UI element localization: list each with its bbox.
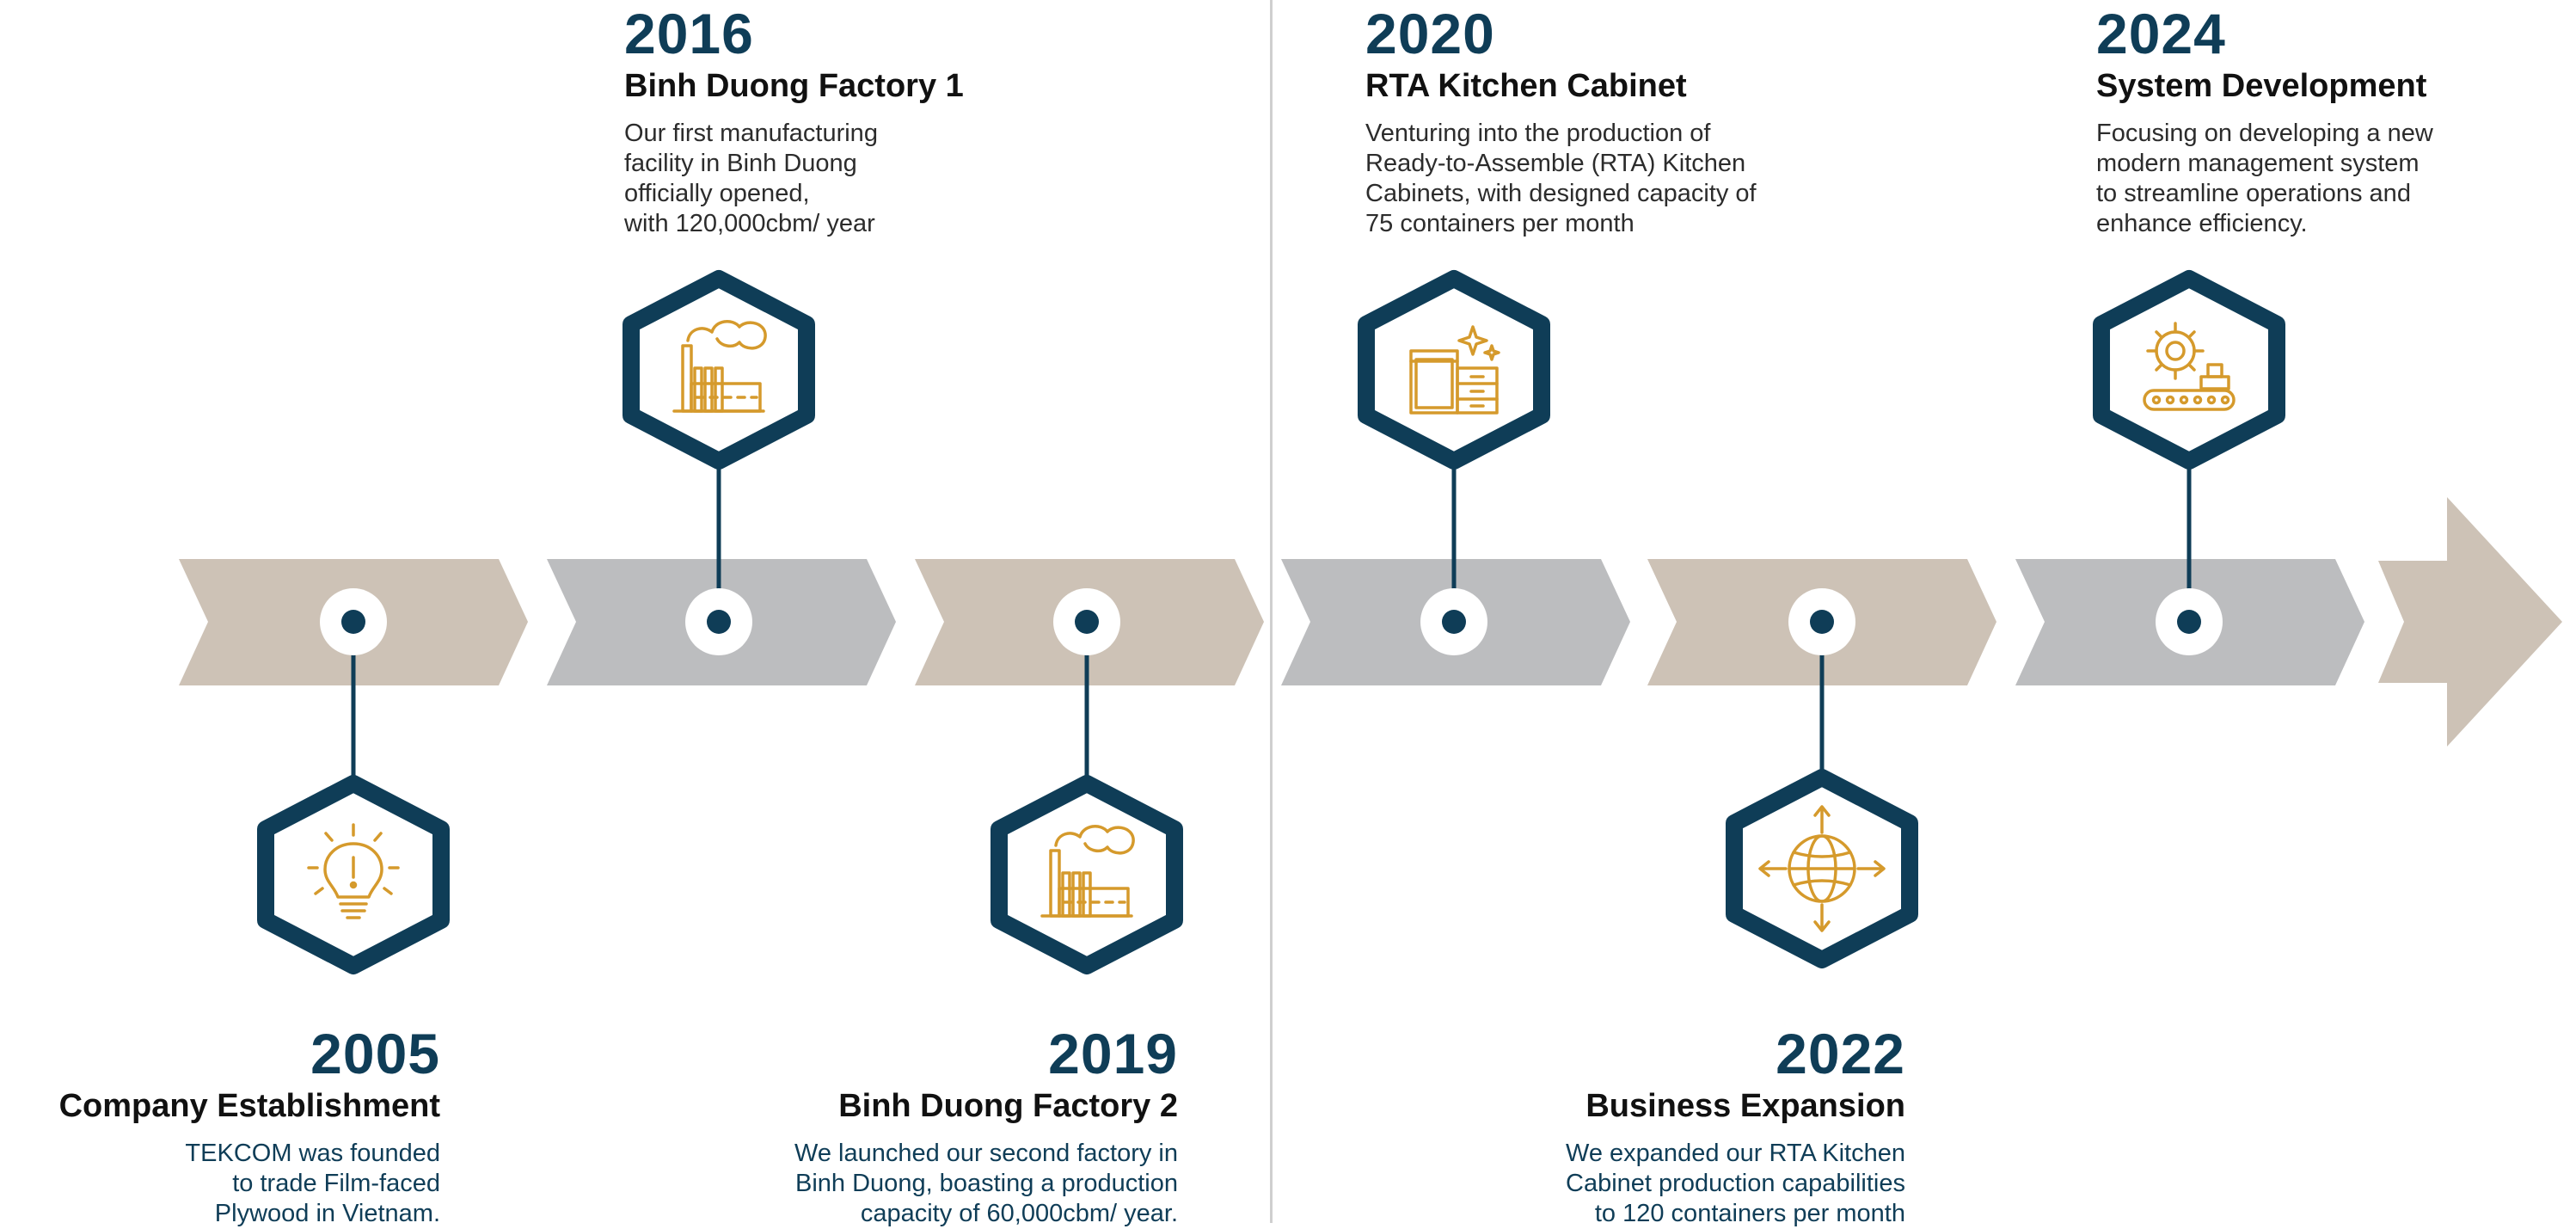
- milestone-title: Company Establishment: [58, 1088, 440, 1124]
- hexagon-2022: [1726, 769, 1918, 968]
- timeline-node: [1420, 588, 1487, 655]
- timeline-node: [2156, 588, 2223, 655]
- milestone-description: Venturing into the production of Ready-t…: [1365, 120, 1757, 237]
- milestone-2016: 2016 Binh Duong Factory 1 Our first manu…: [624, 5, 964, 239]
- hexagon-2005: [257, 775, 450, 974]
- section-divider: [1270, 0, 1273, 1223]
- milestone-year: 2016: [624, 2, 754, 65]
- milestone-year: 2024: [2096, 2, 2226, 65]
- milestone-description: TEKCOM was founded to trade Film-faced P…: [185, 1140, 440, 1227]
- hexagon-2016: [623, 270, 815, 470]
- milestone-title: RTA Kitchen Cabinet: [1365, 68, 1687, 104]
- kitchen-cabinet-icon: [1409, 325, 1500, 415]
- milestone-title: Business Expansion: [1585, 1088, 1905, 1124]
- milestone-description: We launched our second factory in Binh D…: [794, 1140, 1178, 1227]
- timeline-end-arrow: [2378, 497, 2562, 747]
- hexagon-2020: [1358, 270, 1550, 470]
- timeline-node: [1053, 588, 1120, 655]
- lightbulb-icon: [307, 823, 400, 919]
- factory-icon: [672, 320, 767, 413]
- hexagon-2019: [991, 775, 1183, 974]
- milestone-description: Our first manufacturing facility in Binh…: [624, 120, 878, 237]
- milestone-description: We expanded our RTA Kitchen Cabinet prod…: [1566, 1140, 1905, 1227]
- factory-icon: [1040, 825, 1135, 918]
- milestone-title: Binh Duong Factory 1: [624, 68, 964, 104]
- globe-expansion-icon: [1758, 805, 1886, 932]
- milestone-title: Binh Duong Factory 2: [838, 1088, 1178, 1124]
- milestone-title: System Development: [2096, 68, 2427, 104]
- timeline-node: [1788, 588, 1855, 655]
- milestone-year: 2019: [1048, 1022, 1178, 1085]
- timeline-node: [320, 588, 387, 655]
- milestone-year: 2005: [310, 1022, 440, 1085]
- milestone-year: 2020: [1365, 2, 1495, 65]
- gear-conveyor-icon: [2143, 322, 2236, 411]
- milestone-2019: 2019 Binh Duong Factory 2 We launched ou…: [794, 1025, 1178, 1229]
- timeline-node: [685, 588, 752, 655]
- milestone-2024: 2024 System Development Focusing on deve…: [2096, 5, 2433, 239]
- milestone-2005: 2005 Company Establishment TEKCOM was fo…: [59, 1025, 440, 1229]
- milestone-2020: 2020 RTA Kitchen Cabinet Venturing into …: [1365, 5, 1757, 239]
- milestone-year: 2022: [1776, 1022, 1905, 1085]
- milestone-description: Focusing on developing a new modern mana…: [2096, 120, 2433, 237]
- hexagon-2024: [2093, 270, 2285, 470]
- milestone-2022: 2022 Business Expansion We expanded our …: [1566, 1025, 1905, 1229]
